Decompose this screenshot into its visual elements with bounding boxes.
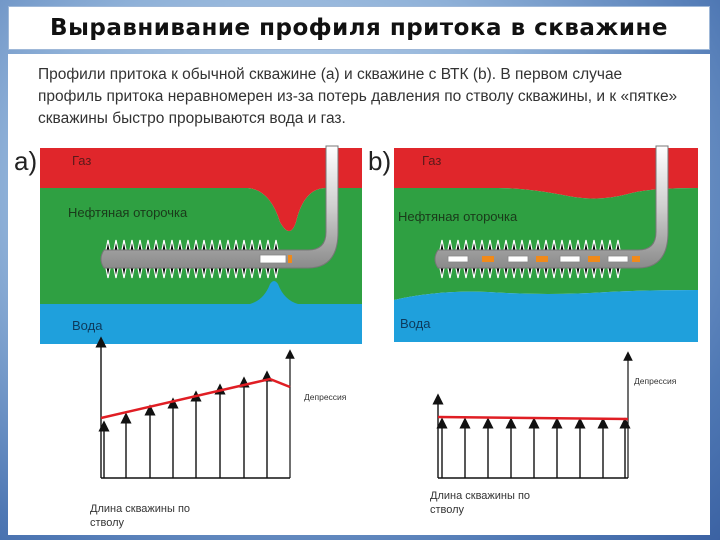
perforations-a (105, 239, 279, 279)
depression-chart-b: Депрессия Длина скважины по стволу (430, 351, 677, 516)
label-oil-a: Нефтяная оторочка (68, 205, 188, 220)
chart-b-inflow-arrows (436, 417, 631, 478)
oil-zone-a (40, 188, 362, 304)
gas-zone-a (40, 148, 362, 188)
chart-a-inflow-arrows (98, 370, 273, 478)
label-gas-a: Газ (72, 153, 91, 168)
chart-b-depression-line (437, 415, 629, 421)
label-tag-a: a) (14, 146, 37, 176)
label-gas-b: Газ (422, 153, 441, 168)
chart-a-xlabel-2: стволу (90, 517, 125, 529)
gas-cone-a (248, 188, 326, 231)
water-zone-a (40, 281, 362, 344)
gas-zone-b (394, 148, 698, 199)
reservoir-diagram-b: b) Газ Нефтяная оторочка Вода (368, 145, 698, 342)
slide-title: Выравнивание профиля притока в скважине (50, 15, 668, 41)
diagram-canvas: a) Газ Нефтяная оторочка Вода (14, 145, 698, 529)
chart-b-ylabel: Депрессия (634, 376, 677, 386)
label-tag-b: b) (368, 146, 391, 176)
chart-b-xlabel-2: стволу (430, 504, 465, 516)
perforations-b (439, 239, 621, 279)
chart-b-xlabel-1: Длина скважины по (430, 490, 530, 502)
description-text: Профили притока к обычной скважине (а) и… (38, 66, 678, 127)
wellbore-a (100, 145, 339, 269)
label-water-a: Вода (72, 318, 103, 333)
water-zone-b (394, 290, 698, 342)
chart-a-ylabel: Депрессия (304, 392, 347, 402)
label-oil-b: Нефтяная оторочка (398, 209, 518, 224)
wellbore-b (434, 145, 669, 269)
label-water-b: Вода (400, 316, 431, 331)
content-panel: Профили притока к обычной скважине (а) и… (8, 54, 710, 535)
inflow-control-devices-b (447, 255, 640, 263)
depression-chart-a: Депрессия Длина скважины по стволу (90, 336, 347, 529)
title-bar: Выравнивание профиля притока в скважине (8, 6, 710, 50)
chart-a-depression-line (100, 377, 291, 420)
chart-a-xlabel-1: Длина скважины по (90, 503, 190, 515)
reservoir-diagram-a: a) Газ Нефтяная оторочка Вода (14, 145, 362, 344)
